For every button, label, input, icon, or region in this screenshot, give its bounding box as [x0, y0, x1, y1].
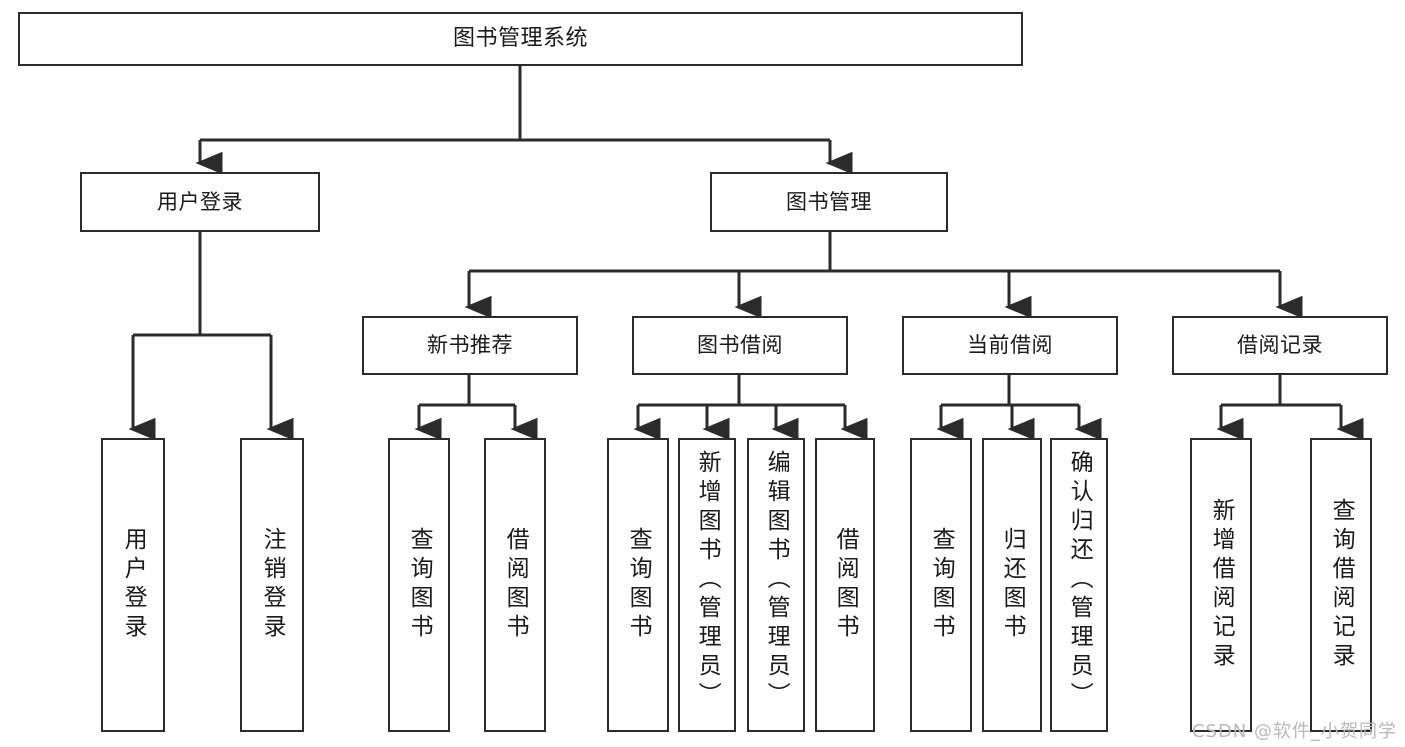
- node-leaf-user-login[interactable]: 用户登录: [101, 438, 165, 732]
- node-leaf-user-login-label: 用户登录: [120, 527, 147, 643]
- node-leaf-add-book-label: 新增图书（管理员）: [694, 450, 721, 711]
- node-user-login[interactable]: 用户登录: [80, 172, 320, 232]
- node-borrow-records-label: 借阅记录: [1237, 333, 1323, 358]
- node-leaf-query-book-rec-label: 查询图书: [406, 527, 433, 643]
- node-leaf-return-book[interactable]: 归还图书: [982, 438, 1042, 732]
- node-leaf-query-book[interactable]: 查询图书: [607, 438, 669, 732]
- node-leaf-logout-label: 注销登录: [259, 527, 286, 643]
- node-leaf-confirm-return[interactable]: 确认归还（管理员）: [1050, 438, 1108, 732]
- node-leaf-borrow-book-rec[interactable]: 借阅图书: [484, 438, 546, 732]
- node-book-manage[interactable]: 图书管理: [710, 172, 948, 232]
- node-leaf-add-record-label: 新增借阅记录: [1208, 498, 1235, 672]
- node-book-borrow-label: 图书借阅: [697, 333, 783, 358]
- node-leaf-return-book-label: 归还图书: [999, 527, 1026, 643]
- node-leaf-add-book[interactable]: 新增图书（管理员）: [678, 438, 736, 732]
- node-root[interactable]: 图书管理系统: [18, 12, 1023, 66]
- node-current-borrow-label: 当前借阅: [967, 333, 1053, 358]
- node-leaf-query-book-rec[interactable]: 查询图书: [388, 438, 450, 732]
- node-leaf-query-record[interactable]: 查询借阅记录: [1310, 438, 1372, 732]
- node-leaf-edit-book-label: 编辑图书（管理员）: [763, 450, 790, 711]
- csdn-watermark: CSDN @软件_小贺同学: [1191, 721, 1397, 742]
- node-leaf-logout[interactable]: 注销登录: [240, 438, 304, 732]
- node-leaf-borrow-book-label: 借阅图书: [832, 527, 859, 643]
- node-leaf-query-book-label: 查询图书: [625, 527, 652, 643]
- node-book-manage-label: 图书管理: [786, 189, 872, 214]
- node-leaf-query-book-cur-label: 查询图书: [928, 527, 955, 643]
- node-leaf-query-book-cur[interactable]: 查询图书: [910, 438, 972, 732]
- node-leaf-edit-book[interactable]: 编辑图书（管理员）: [747, 438, 805, 732]
- node-leaf-borrow-book[interactable]: 借阅图书: [815, 438, 875, 732]
- node-new-book-rec[interactable]: 新书推荐: [362, 316, 578, 375]
- node-current-borrow[interactable]: 当前借阅: [902, 316, 1118, 375]
- node-leaf-add-record[interactable]: 新增借阅记录: [1190, 438, 1252, 732]
- node-book-borrow[interactable]: 图书借阅: [632, 316, 848, 375]
- node-new-book-rec-label: 新书推荐: [427, 333, 513, 358]
- node-leaf-borrow-book-rec-label: 借阅图书: [502, 527, 529, 643]
- node-root-label: 图书管理系统: [452, 26, 588, 52]
- node-user-login-label: 用户登录: [157, 189, 243, 214]
- node-leaf-confirm-return-label: 确认归还（管理员）: [1066, 450, 1093, 711]
- node-borrow-records[interactable]: 借阅记录: [1172, 316, 1388, 375]
- node-leaf-query-record-label: 查询借阅记录: [1328, 498, 1355, 672]
